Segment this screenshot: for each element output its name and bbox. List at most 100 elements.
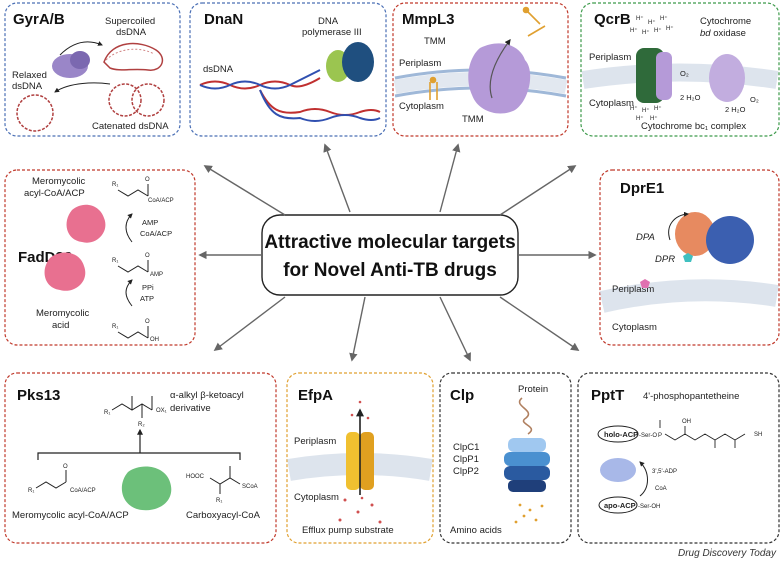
- pks13-acyl-label: Meromycolic acyl-CoA/ACP: [12, 510, 129, 521]
- gyrab-supercoiled-dsdna-label: dsDNA: [116, 27, 147, 38]
- panel-gyrab-border: [4, 2, 181, 137]
- qcrb-membrane: [581, 63, 779, 89]
- clp-c1-label: ClpC1: [453, 442, 479, 453]
- efpa-substrate-label: Efflux pump substrate: [302, 525, 394, 536]
- panel-dnan: DnaN dsDNA DNA polymerase III: [189, 2, 387, 137]
- panel-gyrab-title: GyrA/B: [13, 11, 65, 28]
- pptt-enzyme-icon: [600, 458, 636, 482]
- pks13-enzyme-icon: [121, 466, 172, 511]
- qcrb-o2-label: O₂: [680, 69, 689, 78]
- pks13-carboxy-label: Carboxyacyl-CoA: [186, 510, 261, 521]
- arrow-to-dnan: [323, 143, 351, 213]
- panel-mmpl3-border: [392, 2, 569, 137]
- cytochrome-bc1-subunit-icon: [656, 52, 672, 100]
- clpp1-ring-icon: [504, 452, 550, 466]
- fadd32-o-3: O: [145, 319, 150, 325]
- pptt-ser-o-label: -Ser-O: [639, 433, 657, 439]
- fadd32-o-2: O: [145, 253, 150, 259]
- dnan-dna-strand-red-2: [259, 89, 381, 116]
- gyrab-catenated-label: Catenated dsDNA: [92, 121, 169, 132]
- pks13-bracket: [37, 452, 241, 460]
- pptt-oh-label: OH: [682, 419, 691, 425]
- fadd32-structure-3: [117, 326, 149, 339]
- clp-protein-label: Protein: [518, 384, 548, 395]
- pks13-r1-top: R₁: [104, 410, 110, 416]
- efpa-cytoplasm-label: Cytoplasm: [294, 492, 339, 503]
- panel-dpre1-title: DprE1: [620, 180, 664, 197]
- dpre1-periplasm-label: Periplasm: [612, 284, 654, 295]
- panel-dpre1: DprE1 Periplasm Cytoplasm DPA DPR: [599, 169, 780, 346]
- gyrab-arrow-supercoil: [59, 41, 103, 56]
- apo-acp-label: apo-ACP: [604, 501, 636, 510]
- dnan-polymerase-label-2: polymerase III: [302, 27, 362, 38]
- arrow-to-pks13: [213, 296, 286, 352]
- panel-efpa-border: [286, 372, 434, 544]
- clpc1-ring-icon: [508, 438, 546, 452]
- pks13-alpha-label-2: derivative: [170, 403, 211, 414]
- panel-fadd32-border: [4, 169, 196, 346]
- dpre1-dpa-sugar-icon: [640, 279, 650, 288]
- pptt-adp-label: 3',5'-ADP: [652, 469, 677, 475]
- efpa-substrate-dots: [338, 400, 382, 524]
- pks13-ox: OX₁: [156, 408, 167, 414]
- pks13-r1-left: R₁: [28, 488, 34, 494]
- fadd32-acid-label-2: acid: [52, 320, 69, 331]
- pptt-coa-label: CoA: [655, 486, 667, 492]
- panel-pks13-title: Pks13: [17, 387, 60, 404]
- panel-qcrb: QcrB Periplasm Cytoplasm Cytochrome bd o…: [580, 2, 780, 137]
- pks13-coa-acp-chem: CoA/ACP: [70, 488, 96, 494]
- arrow-to-qcrb: [499, 165, 577, 216]
- clp-base-icon: [508, 480, 546, 492]
- pptt-sh-label: SH: [754, 432, 762, 438]
- panel-dnan-title: DnaN: [204, 11, 243, 28]
- center-box: Attractive molecular targets for Novel A…: [261, 214, 519, 296]
- pptt-chain-structure: [659, 420, 746, 448]
- mmpl3-periplasm-label: Periplasm: [399, 58, 441, 69]
- fadd32-oh-chem: OH: [150, 337, 159, 343]
- fadd32-mero-label-1: Meromycolic: [32, 176, 86, 187]
- holo-acp-label: holo-ACP: [604, 430, 638, 439]
- pptt-p-label: P: [658, 433, 662, 439]
- efpa-periplasm-label: Periplasm: [294, 436, 336, 447]
- clp-amino-label: Amino acids: [450, 525, 502, 536]
- svg-text:H⁺: H⁺: [666, 25, 674, 32]
- fadd32-r1-2: R₁: [112, 258, 118, 264]
- panel-qcrb-title: QcrB: [594, 11, 631, 28]
- mmpl3-tmm-top-label: TMM: [424, 36, 446, 47]
- dpre1-dpr-sugar-icon: [683, 253, 693, 262]
- pptt-ser-oh-label: -Ser-OH: [638, 504, 660, 510]
- panel-clp-title: Clp: [450, 387, 474, 404]
- svg-text:H⁺: H⁺: [650, 115, 658, 122]
- clp-p2-label: ClpP2: [453, 466, 479, 477]
- fadd32-enzyme-icon-1: [66, 204, 106, 243]
- qcrb-cytoplasm-label: Cytoplasm: [589, 98, 634, 109]
- pks13-hooc: HOOC: [186, 474, 205, 480]
- center-title-line-1: Attractive molecular targets: [264, 232, 515, 253]
- panel-mmpl3: MmpL3 Periplasm Cytoplasm TMM TMM: [392, 2, 569, 137]
- dnan-dsdna-label: dsDNA: [203, 64, 234, 75]
- svg-text:H⁺: H⁺: [636, 115, 644, 122]
- svg-text:H⁺: H⁺: [642, 107, 650, 114]
- panel-gyrab: GyrA/B Supercoiled dsDNA Relaxed dsDNA C…: [4, 2, 181, 137]
- gyrab-relaxed-dsdna-label: dsDNA: [12, 81, 43, 92]
- qcrb-h2o-label: 2 H₂O: [680, 93, 701, 102]
- center-box-border: [261, 214, 519, 296]
- catenated-dna-icon-b: [131, 83, 165, 117]
- svg-text:H⁺: H⁺: [630, 105, 638, 112]
- svg-text:H⁺: H⁺: [660, 15, 668, 22]
- panel-pptt: PptT 4'-phosphopantetheine holo-ACP -Ser…: [577, 372, 780, 544]
- efpa-pump-left-icon: [346, 432, 360, 490]
- panel-pptt-title: PptT: [591, 387, 624, 404]
- arrow-to-efpa: [349, 296, 366, 362]
- qcrb-cytochrome-label: Cytochrome: [700, 16, 751, 27]
- fadd32-atp-label: ATP: [140, 294, 154, 303]
- pks13-r1-right: R₁: [216, 498, 222, 504]
- svg-text:H⁺: H⁺: [630, 27, 638, 34]
- fadd32-structure-1: [117, 184, 149, 197]
- svg-text:H⁺: H⁺: [636, 15, 644, 22]
- fadd32-mero-label-2: acyl-CoA/ACP: [24, 188, 85, 199]
- clpp2-ring-icon: [504, 466, 550, 480]
- panel-mmpl3-title: MmpL3: [402, 11, 455, 28]
- pks13-product-structure: [111, 396, 153, 418]
